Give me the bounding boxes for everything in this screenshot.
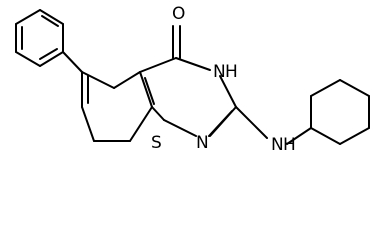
thiophene-bond — [129, 106, 153, 142]
phenyl-double-bond — [39, 48, 58, 60]
pyrimidine-bond — [175, 57, 211, 71]
pyrimidinone-ring — [139, 57, 237, 137]
thiophene-bond — [81, 71, 115, 89]
phenyl-bond — [15, 9, 41, 25]
thiophene-bond — [113, 71, 141, 89]
thiophene-bond — [81, 106, 95, 142]
phenyl-double-bond — [41, 15, 59, 27]
thiophene-ring — [81, 71, 153, 142]
cyclohexyl-bond — [339, 127, 370, 145]
cyclohexyl-ring — [310, 79, 370, 145]
cyclohexyl-bond — [310, 127, 341, 145]
pyrimidine-bond — [163, 119, 197, 137]
molecule-structure-diagram: O N H N S N H — [15, 4, 370, 155]
ring-nh-nitrogen-label: N — [213, 62, 226, 82]
phenyl-bond — [39, 9, 64, 25]
phenyl-bond — [15, 51, 41, 67]
carbonyl-oxygen-label: O — [172, 4, 185, 24]
amine-cyclohexyl-bond — [286, 127, 312, 145]
phenyl-bond — [39, 51, 64, 67]
thiophene-bond — [139, 71, 153, 108]
cyclohexyl-bond — [310, 79, 341, 97]
pyrimidine-bond — [139, 57, 177, 73]
fused-ring-double-bond — [144, 77, 155, 105]
amine-nitrogen-label: N — [271, 135, 284, 155]
cyclohexyl-bond — [339, 79, 370, 97]
ring-nitrogen-label: N — [196, 133, 209, 153]
phenyl-thiophene-bond — [62, 51, 83, 73]
ring-nh-hydrogen-label: H — [225, 62, 238, 82]
phenyl-ring — [15, 9, 64, 67]
pyrimidine-double-bond — [208, 110, 233, 137]
pyrimidine-bond — [219, 75, 237, 108]
ring-amine-bond — [235, 106, 268, 139]
amine-hydrogen-label: H — [283, 135, 296, 155]
pyrimidine-bond — [151, 106, 165, 121]
thiophene-sulfur-label: S — [151, 133, 162, 153]
